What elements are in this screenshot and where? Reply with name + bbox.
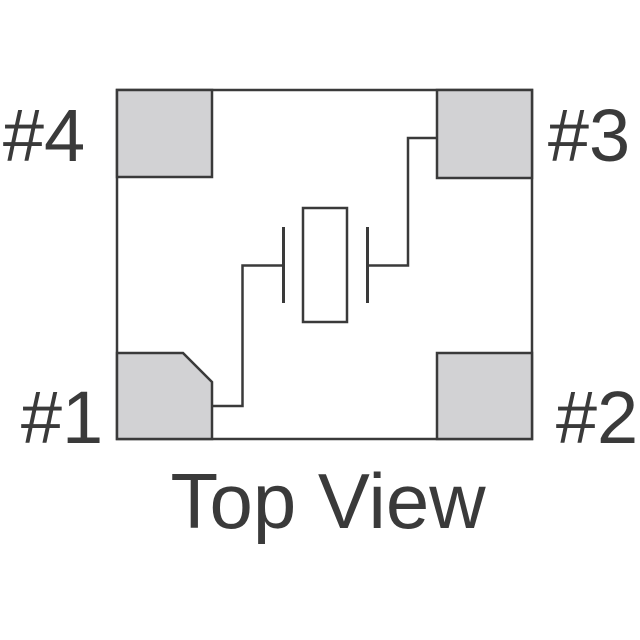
pin-4-label: #4 xyxy=(3,94,85,177)
pad-4-top-left xyxy=(115,88,214,179)
pin-1-label: #1 xyxy=(21,376,103,459)
pad-1-bottom-left-beveled xyxy=(115,351,214,441)
pad-2-bottom-right xyxy=(435,351,534,441)
pad-3-top-right xyxy=(435,88,534,180)
crystal-body xyxy=(301,206,349,324)
wire-crystal-to-pad-1 xyxy=(212,264,283,408)
crystal-symbol-icon xyxy=(282,206,369,324)
pin-3-label: #3 xyxy=(548,94,630,177)
pin-2-label: #2 xyxy=(556,376,638,459)
wire-crystal-to-pad-3 xyxy=(367,136,437,267)
diagram-caption: Top View xyxy=(170,457,486,545)
